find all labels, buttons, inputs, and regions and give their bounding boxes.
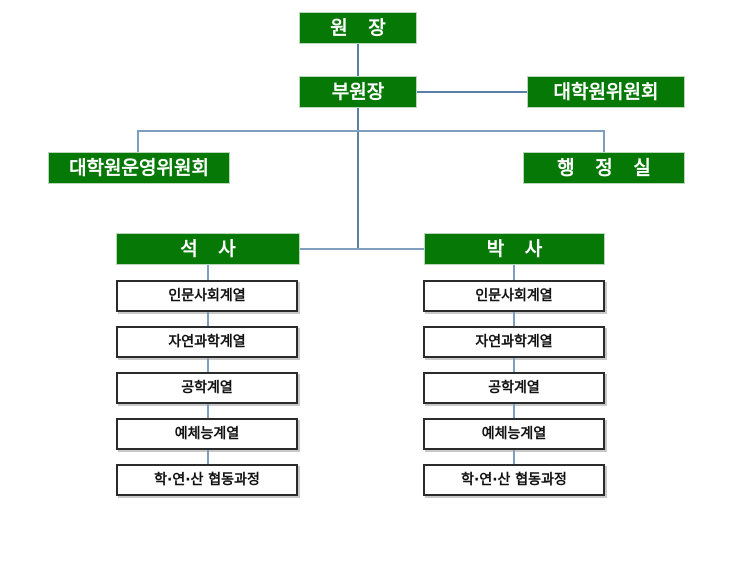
leaf-doctorate-3[interactable]: 예체능계열	[423, 418, 605, 450]
connector-doctorate-1	[513, 312, 515, 326]
connector-masters-2	[207, 358, 209, 372]
leaf-doctorate-1[interactable]: 자연과학계열	[423, 326, 605, 358]
connector-masters-1	[207, 312, 209, 326]
connector-masters-4	[207, 450, 209, 464]
connector-drop-steering-committee	[137, 130, 139, 152]
leaf-masters-3[interactable]: 예체능계열	[116, 418, 298, 450]
connector-director-to-vice	[357, 44, 359, 76]
connector-doctorate-4	[513, 450, 515, 464]
connector-vice-to-graduate-committee	[417, 91, 527, 93]
node-director[interactable]: 원 장	[299, 12, 417, 44]
connector-masters-0	[207, 265, 209, 280]
node-doctorate[interactable]: 박 사	[424, 233, 605, 265]
connector-doctorate-3	[513, 404, 515, 418]
node-vice-director[interactable]: 부원장	[299, 76, 417, 108]
node-graduate-committee[interactable]: 대학원위원회	[527, 76, 685, 108]
connector-drop-administration	[603, 130, 605, 152]
node-masters[interactable]: 석 사	[116, 233, 300, 265]
connector-bus-degrees	[300, 248, 424, 250]
leaf-masters-2[interactable]: 공학계열	[116, 372, 298, 404]
leaf-masters-0[interactable]: 인문사회계열	[116, 280, 298, 312]
leaf-doctorate-2[interactable]: 공학계열	[423, 372, 605, 404]
leaf-masters-1[interactable]: 자연과학계열	[116, 326, 298, 358]
node-administration-office[interactable]: 행 정 실	[523, 152, 685, 184]
leaf-doctorate-0[interactable]: 인문사회계열	[423, 280, 605, 312]
node-graduate-steering-committee[interactable]: 대학원운영위원회	[48, 152, 230, 184]
connector-masters-3	[207, 404, 209, 418]
connector-doctorate-0	[513, 265, 515, 280]
leaf-masters-4[interactable]: 학·연·산 협동과정	[116, 464, 298, 496]
leaf-doctorate-4[interactable]: 학·연·산 협동과정	[423, 464, 605, 496]
connector-bus-row3	[138, 130, 605, 132]
connector-doctorate-2	[513, 358, 515, 372]
connector-vice-stem	[357, 108, 359, 250]
